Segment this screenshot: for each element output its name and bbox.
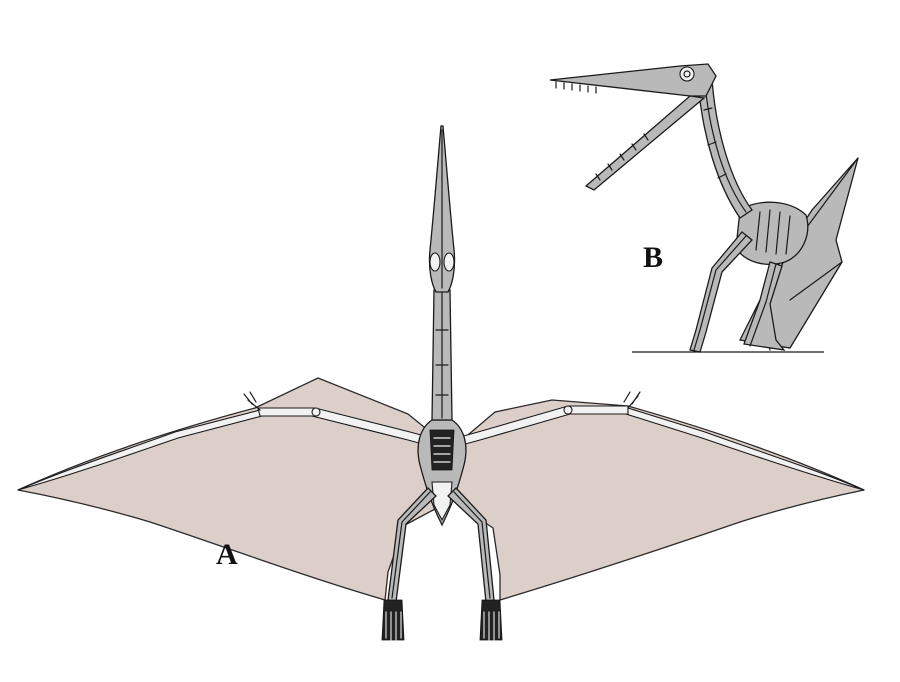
right-foot — [479, 599, 503, 641]
right-eye-socket — [443, 252, 455, 272]
forelimb-bone — [693, 235, 747, 351]
lower-jaw — [584, 95, 706, 191]
panel-a-specimen — [17, 125, 865, 641]
panel-label-a: A — [216, 538, 238, 571]
right-metacarpal — [623, 391, 641, 409]
panel-label-b: B — [643, 241, 664, 274]
right-wing-membrane — [451, 399, 865, 601]
right-wing-joint — [563, 405, 573, 415]
left-leg-bone — [391, 491, 431, 599]
ribcage-lateral — [755, 209, 791, 255]
pelvis — [431, 481, 453, 522]
neck-lateral — [697, 79, 753, 219]
eye-lateral — [679, 66, 695, 82]
torso — [417, 419, 467, 527]
eye-ring — [683, 70, 691, 78]
left-eye-socket — [429, 252, 441, 272]
neck-vertebrae — [435, 291, 449, 419]
hindlimb-bone — [749, 263, 777, 347]
ribcage — [429, 429, 455, 471]
upper-jaw-teeth — [555, 81, 597, 94]
forelimb-lateral — [689, 231, 753, 353]
right-leg-bone — [453, 491, 491, 599]
neck-vertebrae-lateral — [703, 83, 747, 213]
left-foot — [381, 599, 405, 641]
lower-jaw-teeth — [595, 133, 649, 181]
left-wing-joint — [311, 407, 321, 417]
left-wing-membrane — [17, 377, 453, 601]
left-metacarpal — [243, 391, 261, 411]
panel-b-specimen — [549, 63, 859, 353]
